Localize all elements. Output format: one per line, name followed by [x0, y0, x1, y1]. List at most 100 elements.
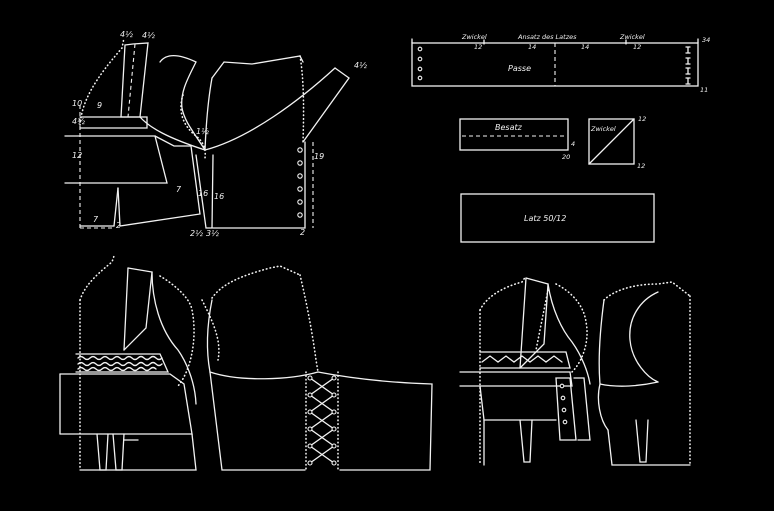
label-collar-34: 34 [702, 36, 710, 44]
label-besatz: Besatz [495, 123, 523, 132]
bl-eyelets [307, 375, 337, 466]
besatz-piece: Besatz 4 20 [459, 118, 575, 161]
assembled-front-laced [59, 255, 197, 471]
back-yoke-curve [204, 67, 336, 151]
label-latz: Latz 50/12 [524, 214, 566, 223]
br-lower-front [479, 385, 557, 421]
bl-armhole [151, 271, 197, 405]
label-10: 10 [72, 99, 82, 108]
collar-slots [685, 46, 691, 85]
label-4half-right: 4½ [142, 31, 155, 40]
label-collar-12a: 12 [474, 43, 482, 51]
br-back-armhole [597, 299, 609, 431]
label-19: 19 [314, 152, 324, 161]
side-panel-7 [117, 135, 201, 227]
label-collar-14b: 14 [581, 43, 589, 51]
label-7-left: 7 [93, 215, 99, 224]
back-shoulder [211, 55, 304, 79]
br-trim-band [479, 351, 571, 369]
assembled-back-laced [201, 265, 433, 471]
armhole-curve [139, 116, 206, 151]
br-strap-dots [535, 289, 549, 351]
bl-dart-2 [112, 433, 125, 471]
bl-strap-inner [123, 267, 129, 351]
label-zwickel-right: Zwickel [619, 33, 645, 41]
yoke-tip [302, 67, 350, 143]
label-3half: 3½ [206, 229, 219, 238]
assembled-buttoned [459, 275, 691, 466]
label-9: 9 [97, 101, 102, 110]
bl-front-shoulder [79, 255, 115, 301]
bl-zigzag-2 [77, 361, 163, 367]
br-strap-inner [519, 277, 527, 369]
label-12: 12 [72, 151, 82, 160]
bl-back-waist [209, 371, 319, 380]
front-armhole [159, 54, 206, 151]
br-back-neck [629, 291, 659, 383]
bl-back-side [299, 274, 319, 373]
bl-strap [123, 267, 153, 351]
buttonhole-row [297, 147, 303, 218]
bl-back-armhole-dots [201, 299, 220, 361]
label-7-right: 7 [176, 185, 182, 194]
label-zwickel: Zwickel [590, 125, 616, 133]
br-back-dart [635, 419, 649, 463]
collar-band-piece: Zwickel Ansatz des Latzes Zwickel 12 14 … [411, 33, 710, 94]
zwickel-diagonal [588, 118, 635, 165]
br-strap [519, 277, 549, 369]
br-armhole [547, 283, 591, 385]
label-2-left: 2 [116, 221, 121, 230]
bl-lace-b [308, 377, 336, 464]
bl-back-panel-left [209, 371, 306, 471]
collar-holes [417, 46, 423, 81]
br-placket [555, 377, 577, 441]
br-dart-1 [519, 419, 533, 463]
br-front-shoulder [479, 275, 527, 311]
br-back-waist [599, 381, 659, 387]
bl-sleeve-right [317, 371, 433, 471]
label-besatz-4: 4 [571, 140, 575, 148]
br-buttons [559, 383, 568, 425]
label-collar-11: 11 [700, 86, 708, 94]
br-back-shoulder [603, 281, 691, 301]
br-placket-under [573, 377, 591, 441]
back-panel-lower [212, 141, 306, 229]
label-zwickel-12b: 12 [637, 162, 645, 170]
bl-back-shoulder [211, 265, 301, 299]
label-4half-yoke: 4½ [354, 61, 367, 70]
bl-zigzag-1 [77, 355, 163, 361]
label-collar-12b: 12 [633, 43, 641, 51]
front-shoulder-line [79, 37, 125, 126]
br-back-hem [607, 429, 691, 466]
bl-armhole-dotted [159, 275, 195, 387]
label-16-right: 16 [214, 192, 224, 201]
latz-rect [460, 193, 655, 243]
armhole-dotted [180, 94, 207, 159]
br-armhole-dotted [555, 283, 588, 373]
br-zigzag [481, 355, 563, 363]
label-passe: Passe [508, 64, 531, 73]
latz-piece: Latz 50/12 [460, 193, 655, 243]
strap-fold-line [127, 43, 136, 118]
bl-back-armhole [206, 299, 213, 373]
label-16-left: 16 [198, 189, 208, 198]
panel-12 [64, 135, 168, 184]
collar-ticks [411, 38, 699, 45]
bl-trim-band [75, 353, 170, 373]
label-zwickel-12a: 12 [638, 115, 646, 123]
center-dart [195, 154, 214, 229]
besatz-rect [459, 118, 569, 151]
waist-band-strip [79, 116, 148, 129]
back-side-dotted [299, 55, 305, 143]
bl-hem [79, 433, 197, 471]
back-armhole [204, 77, 213, 151]
br-waist-band [459, 371, 573, 387]
label-2half: 2½ [190, 229, 203, 238]
bl-dart-1 [96, 433, 109, 471]
label-zwickel-left: Zwickel [461, 33, 487, 41]
label-besatz-20: 20 [562, 153, 570, 161]
zwickel-piece: Zwickel 12 12 [588, 115, 646, 170]
label-1half: 1½ [196, 127, 209, 136]
label-4half-top: 4½ [120, 30, 133, 39]
